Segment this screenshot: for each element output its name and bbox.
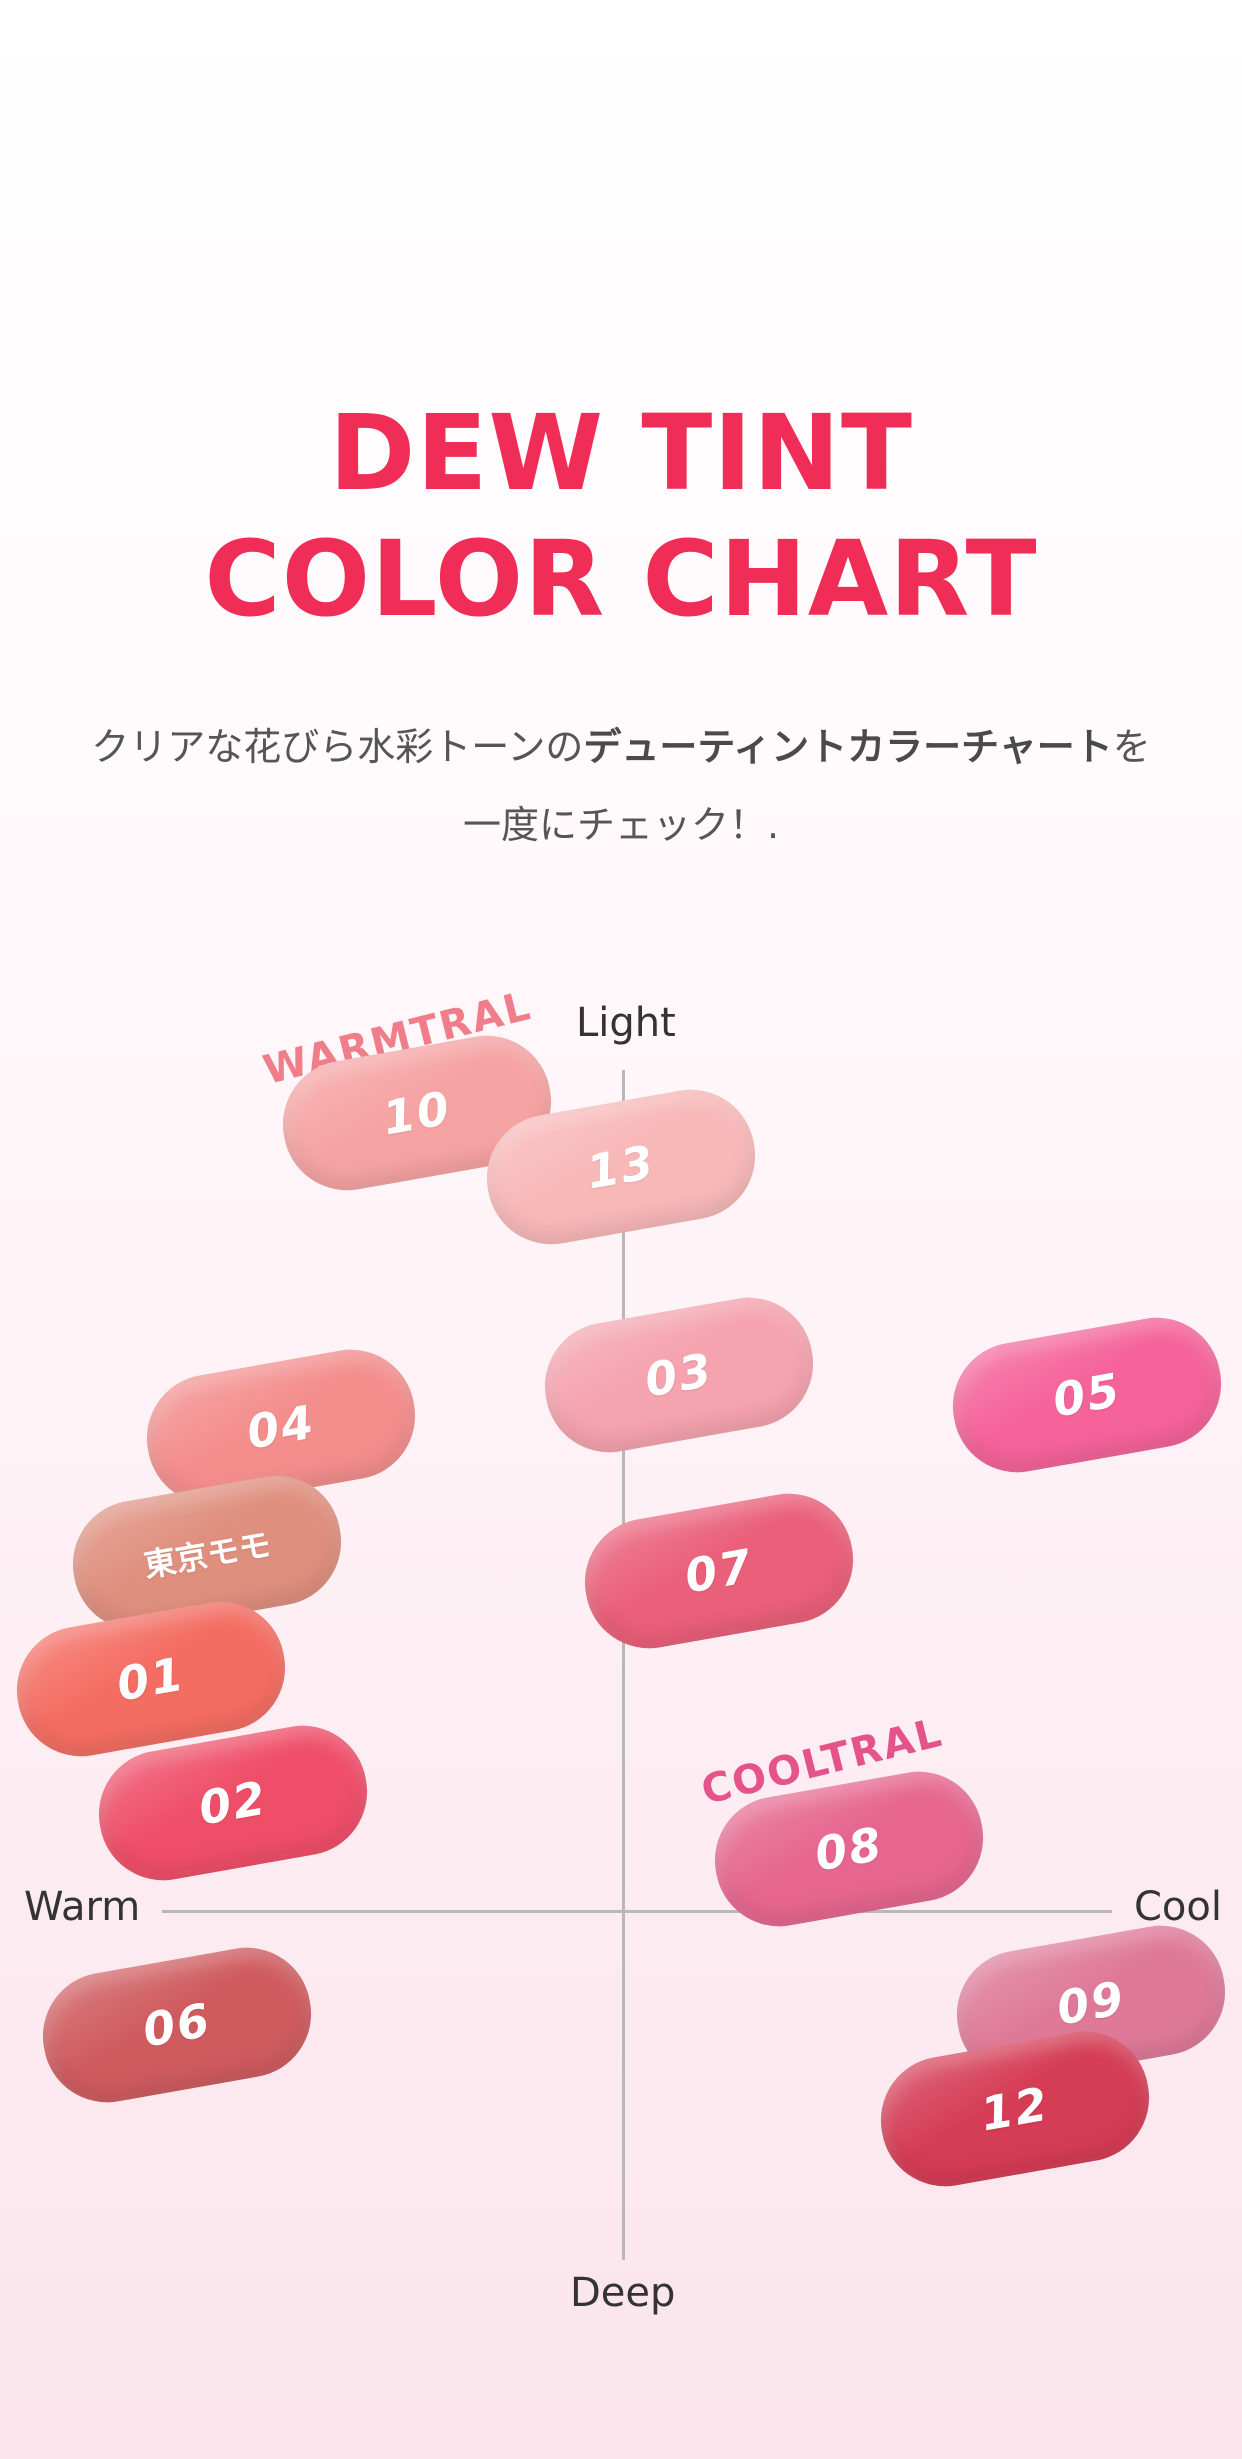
axis-label-light: Light xyxy=(576,1000,676,1046)
axis-label-cool: Cool xyxy=(1134,1884,1222,1930)
swatch-label: 04 xyxy=(242,1394,320,1460)
swatch-label: 03 xyxy=(640,1342,718,1408)
subtitle-plain: クリアな花びら水彩トーンの xyxy=(91,725,584,769)
swatch-label: 09 xyxy=(1052,1970,1130,2036)
axis-label-deep: Deep xyxy=(570,2270,676,2316)
swatch-label: 05 xyxy=(1048,1362,1126,1428)
swatch-12: 12 xyxy=(870,2021,1160,2197)
swatch-label: 10 xyxy=(378,1080,456,1146)
swatch-07: 07 xyxy=(574,1483,864,1659)
vertical-axis xyxy=(622,1070,625,2260)
title-line-1: DEW TINT xyxy=(329,392,913,514)
title-line-2: COLOR CHART xyxy=(204,518,1038,640)
swatch-05: 05 xyxy=(942,1307,1232,1483)
subtitle-bold: デューティントカラーチャート xyxy=(583,725,1113,769)
subtitle-line-2: 一度にチェック！. xyxy=(462,803,780,847)
swatch-label: 13 xyxy=(582,1134,660,1200)
page-title: DEW TINT COLOR CHART xyxy=(0,390,1242,642)
swatch-label: 東京モモ xyxy=(141,1525,274,1585)
swatch-label: 01 xyxy=(112,1646,190,1712)
subtitle: クリアな花びら水彩トーンのデューティントカラーチャートを 一度にチェック！. xyxy=(0,708,1242,864)
swatch-06: 06 xyxy=(32,1937,322,2113)
swatch-label: 12 xyxy=(976,2076,1054,2142)
swatch-03: 03 xyxy=(534,1287,824,1463)
swatch-label: 06 xyxy=(138,1992,216,2058)
swatch-label: 07 xyxy=(680,1538,758,1604)
axis-label-warm: Warm xyxy=(24,1884,141,1930)
swatch-label: 02 xyxy=(194,1770,272,1836)
subtitle-tail: を xyxy=(1112,725,1151,769)
subtitle-line-1: クリアな花びら水彩トーンのデューティントカラーチャートを xyxy=(0,708,1242,786)
horizontal-axis xyxy=(162,1910,1112,1913)
swatch-label: 08 xyxy=(810,1816,888,1882)
